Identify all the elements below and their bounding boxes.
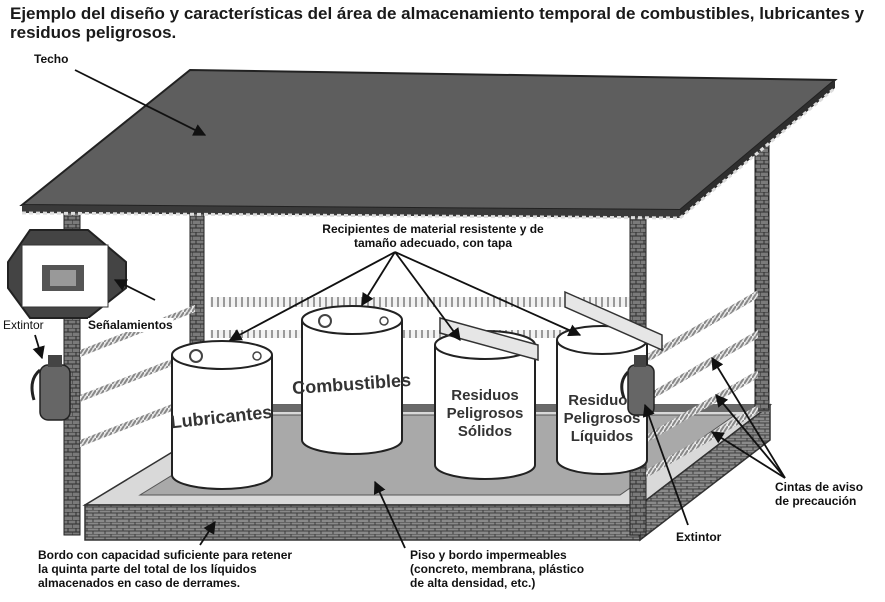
drum-label-liquidos-3: Líquidos bbox=[571, 428, 634, 445]
label-recipientes-line2: tamaño adecuado, con tapa bbox=[353, 236, 513, 250]
label-piso-line1: Piso y bordo impermeables bbox=[410, 548, 567, 562]
drum-label-solidos-2: Peligrosos bbox=[447, 405, 524, 422]
label-piso: Piso y bordo impermeables (concreto, mem… bbox=[410, 548, 584, 590]
diagram-title: Ejemplo del diseño y características del… bbox=[10, 4, 865, 42]
drum-label-liquidos-1: Residuos bbox=[568, 392, 636, 409]
drum-label-solidos-1: Residuos bbox=[451, 387, 519, 404]
drum-combustibles: Combustibles bbox=[292, 305, 412, 455]
callout-arrows bbox=[32, 69, 786, 549]
label-extintor-right: Extintor bbox=[676, 530, 722, 544]
drum-label-liquidos-2: Peligrosos bbox=[564, 410, 641, 427]
drum-lubricantes: Lubricantes bbox=[170, 340, 273, 490]
extinguisher-right-icon bbox=[620, 355, 655, 416]
label-cintas-line1: Cintas de aviso bbox=[775, 480, 864, 494]
label-senalamientos: Señalamientos bbox=[88, 318, 173, 332]
extinguisher-left-icon bbox=[30, 355, 71, 421]
label-piso-line3: de alta densidad, etc.) bbox=[410, 576, 536, 590]
label-recipientes-line1: Recipientes de material resistente y de bbox=[322, 222, 544, 236]
label-piso-line2: (concreto, membrana, plástico bbox=[410, 562, 585, 576]
label-cintas: Cintas de aviso de precaución bbox=[775, 480, 863, 508]
label-bordo: Bordo con capacidad suficiente para rete… bbox=[38, 548, 292, 590]
label-cintas-line2: de precaución bbox=[775, 494, 857, 508]
label-bordo-line1: Bordo con capacidad suficiente para rete… bbox=[38, 548, 293, 562]
label-bordo-line3: almacenados en caso de derrames. bbox=[38, 576, 241, 590]
label-bordo-line2: la quinta parte del total de los líquido… bbox=[38, 562, 257, 576]
label-extintor-left: Extintor bbox=[3, 318, 44, 332]
drum-residuos-solidos: Residuos Peligrosos Sólidos bbox=[434, 317, 539, 480]
back-fence bbox=[210, 297, 640, 338]
label-recipientes: Recipientes de material resistente y de … bbox=[288, 222, 578, 250]
roof bbox=[19, 68, 838, 220]
label-techo: Techo bbox=[34, 52, 69, 66]
warning-sign-icon bbox=[7, 229, 127, 319]
drum-label-solidos-3: Sólidos bbox=[458, 423, 512, 440]
